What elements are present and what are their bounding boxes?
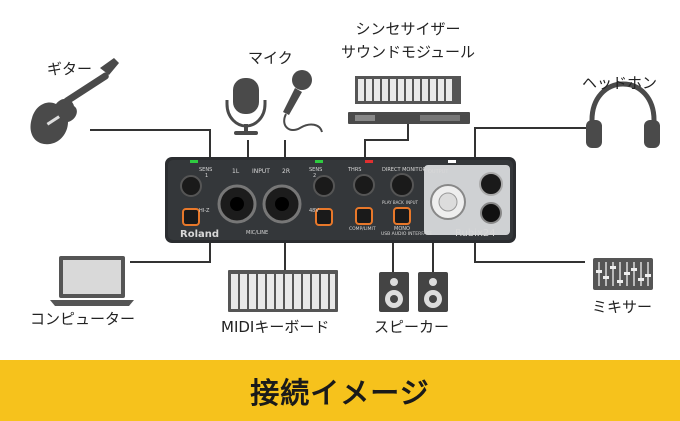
playback-label: PLAY BACK [382,200,404,205]
speakers-icon [379,272,448,312]
label-midi-keyboard: MIDIキーボード [221,318,330,336]
midi-keyboard-icon [228,270,338,312]
audio-interface-device: Roland Rubix24 SENS 1 1L INPUT 2R SENS 2… [165,157,516,243]
hi-z-button [182,208,200,226]
sens1-num: 1 [205,173,208,179]
sound-module-icon [348,112,470,124]
guitar-icon [30,58,119,145]
hi-z-label: HI-Z [199,208,210,214]
label-computer: コンピューター [30,310,136,328]
comp-limit-label: COMP/LIMIT [349,226,376,232]
label-guitar: ギター [47,60,93,78]
computer-line [130,240,211,263]
label-speakers: スピーカー [374,318,450,336]
comp-limit-button [355,207,373,225]
title-banner: 接続イメージ [0,360,680,421]
usb-audio-label: USB AUDIO INTERFACE [381,231,433,237]
direct-monitor-label: DIRECT MONITOR [382,167,427,173]
direct-monitor-knob [390,173,414,197]
mixer-icon [593,258,653,290]
laptop-icon [50,256,134,306]
synthesizer-icon [355,76,461,104]
output-label: OUTPUT [428,169,449,175]
mixer-line [474,240,585,263]
sens2-knob [313,175,335,197]
handheld-mic-icon [283,70,323,133]
mono-button [393,207,411,225]
ch2-label: 2R [282,168,290,175]
connection-lines [90,122,590,272]
connection-diagram: Roland Rubix24 SENS 1 1L INPUT 2R SENS 2… [30,58,660,312]
synth-keys [358,79,452,101]
input-label: INPUT [252,168,270,175]
headphones-line [474,127,590,160]
sens2-num: 2 [313,173,316,179]
model-logo: Rubix24 [455,228,496,239]
sens1-knob [180,175,202,197]
guitar-line [90,129,211,160]
monitor-input-label: INPUT [406,200,419,205]
thrs-label: THRS [347,167,361,173]
48v-label: 48V [309,208,319,214]
brand-logo: Roland [180,229,219,240]
studio-mic-icon [225,78,267,135]
ch1-label: 1L [232,168,240,175]
label-synth-line1: シンセサイザー [355,20,461,38]
phones-knob [479,172,503,196]
phones-jack [480,202,502,224]
mic-line-label: MIC/LINE [246,230,268,236]
mono-label: MONO [394,226,410,232]
headphones-icon [586,81,660,148]
synth-line [364,122,409,160]
sens2-label: SENS [309,167,322,173]
label-mic: マイク [248,49,293,67]
label-headphones: ヘッドホン [582,74,658,92]
label-mixer: ミキサー [592,298,653,316]
banner-title: 接続イメージ [250,375,430,410]
sens1-label: SENS [199,167,212,173]
label-synth-line2: サウンドモジュール [341,43,475,61]
48v-button [315,208,333,226]
thrs-knob [353,174,375,196]
